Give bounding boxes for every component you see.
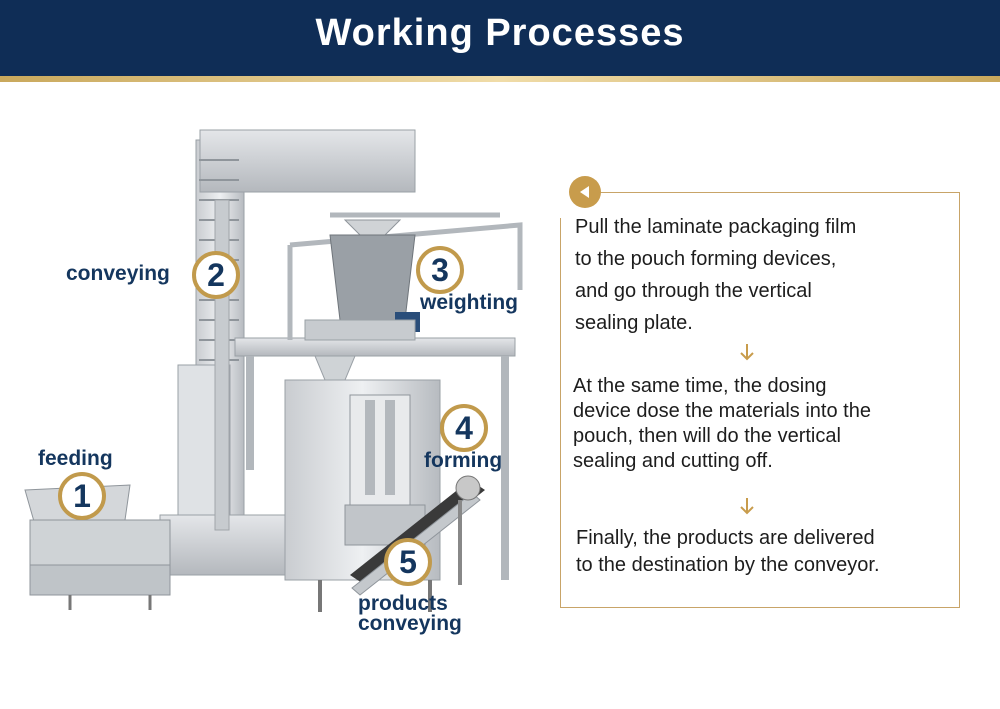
- panel-badge: [569, 176, 601, 208]
- step-4-label: forming: [424, 449, 503, 472]
- description-line: Pull the laminate packaging film: [575, 216, 857, 238]
- vffs-packing-machine: [284, 379, 441, 612]
- triangle-left-icon: [580, 186, 589, 198]
- arrow-down-icon: [740, 344, 754, 361]
- step-1-label: feeding: [38, 447, 113, 470]
- description-line: Finally, the products are delivered: [576, 527, 875, 549]
- step-3-label: weighting: [420, 291, 518, 314]
- description-line: pouch, then will do the vertical: [573, 425, 841, 447]
- step-5-label-line2: conveying: [358, 612, 462, 635]
- description-line: At the same time, the dosing: [573, 375, 827, 397]
- arrow-down-icon: [740, 498, 754, 515]
- description-line: to the pouch forming devices,: [575, 248, 837, 270]
- step-1-badge: 1: [58, 472, 106, 520]
- packing-machine-illustration: [24, 129, 523, 612]
- step-2-label: conveying: [66, 262, 170, 285]
- step-2-badge: 2: [192, 251, 240, 299]
- description-paragraph-3: Finally, the products are delivered to t…: [576, 525, 880, 579]
- description-line: sealing plate.: [575, 312, 693, 334]
- page-title: Working Processes: [315, 12, 685, 54]
- bucket-elevator: [159, 129, 416, 576]
- step-5-label-line1: products: [358, 592, 448, 615]
- step-4-badge: 4: [440, 404, 488, 452]
- header-banner: [0, 0, 1000, 76]
- description-line: to the destination by the conveyor.: [576, 554, 880, 576]
- description-line: and go through the vertical: [575, 280, 812, 302]
- step-5-badge: 5: [384, 538, 432, 586]
- header-gold-stripe: [0, 76, 1000, 82]
- description-paragraph-1: Pull the laminate packaging film to the …: [575, 211, 856, 339]
- description-panel: [560, 192, 960, 608]
- weighing-platform: [234, 212, 523, 580]
- description-line: device dose the materials into the: [573, 400, 871, 422]
- step-3-badge: 3: [416, 246, 464, 294]
- description-line: sealing and cutting off.: [573, 450, 773, 472]
- description-paragraph-2: At the same time, the dosing device dose…: [573, 374, 871, 474]
